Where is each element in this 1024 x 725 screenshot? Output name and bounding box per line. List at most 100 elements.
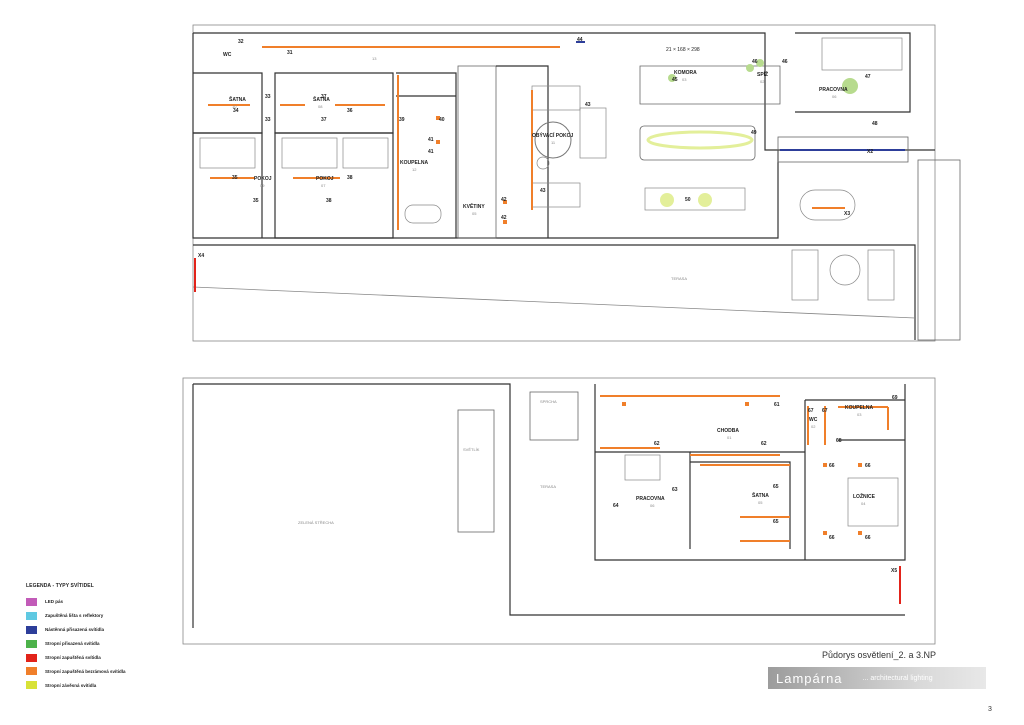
- light-label: 41: [428, 137, 434, 143]
- light-label: 42: [501, 197, 507, 203]
- legend-item: Stropní závěsná svítidla: [26, 678, 196, 692]
- legend-swatch: [26, 681, 37, 690]
- light-label: 32: [238, 39, 244, 45]
- room-label: CHODBA: [717, 428, 739, 434]
- light-label: 50: [685, 197, 691, 203]
- light-label: 36: [347, 108, 353, 114]
- light-label: 63: [672, 487, 678, 493]
- legend-label: Stropní závěsná svítidla: [45, 682, 97, 688]
- light-label: 66: [829, 463, 835, 469]
- light-label: 38: [347, 175, 353, 181]
- legend-label: Nástěnná přisazená svítidla: [45, 627, 105, 633]
- room-label: PRACOVNA: [819, 87, 848, 93]
- room-number: 03: [682, 77, 687, 82]
- room-label: KOMORA: [674, 70, 697, 76]
- room-number: 05: [472, 211, 477, 216]
- light-label: 46: [782, 59, 788, 65]
- room-label: TERASA: [671, 276, 688, 281]
- room-label: SPRCHA: [540, 399, 557, 404]
- room-label: WC: [223, 52, 232, 58]
- light-label: 42: [501, 215, 507, 221]
- light-label: 69: [892, 395, 898, 401]
- legend-swatch: [26, 625, 37, 634]
- light-label: 65: [773, 484, 779, 490]
- room-number: 06: [650, 503, 655, 508]
- light-label: X4: [198, 253, 205, 259]
- light-label: 33: [265, 117, 271, 123]
- legend-label: Stropní zapuštěná svítidla: [45, 655, 101, 660]
- light-label: 43: [540, 188, 546, 194]
- light-label: 47: [865, 74, 871, 80]
- light-label: 37: [321, 94, 327, 100]
- light-label: 62: [761, 441, 767, 447]
- corridor-number: 13: [372, 56, 377, 61]
- room-number: 02: [811, 424, 816, 429]
- legend-item: Stropní zapuštěná svítidla: [26, 651, 196, 665]
- room-label: ŠATNA: [229, 97, 246, 103]
- room-number: 10: [232, 104, 237, 109]
- room-number: 06: [832, 94, 837, 99]
- light-label: 49: [751, 130, 757, 136]
- light-label: 62: [654, 441, 660, 447]
- room-number: 08: [318, 104, 323, 109]
- room-label: POKOJ: [254, 176, 272, 182]
- room-number: 05: [758, 500, 763, 505]
- room-label: WC: [809, 417, 818, 423]
- room-label: SPÍŽ: [757, 72, 769, 78]
- light-label: 45: [672, 77, 678, 83]
- light-label: 41: [428, 149, 434, 155]
- light-label: 66: [829, 535, 835, 541]
- room-number: 03: [857, 412, 862, 417]
- legend-swatch: [26, 597, 37, 606]
- light-label: 37: [321, 117, 327, 123]
- legend-label: LED pás: [45, 599, 64, 605]
- light-label: 61: [774, 402, 780, 408]
- room-number: 04: [861, 501, 866, 506]
- room-number: 09: [260, 183, 265, 188]
- room-label: KOUPELNA: [400, 160, 429, 166]
- room-label: ZELENÁ STŘECHA: [298, 520, 334, 525]
- page-number: 3: [988, 706, 992, 713]
- brand-banner: Lampárna ... architectural lighting: [768, 667, 986, 689]
- legend-swatch: [26, 653, 37, 662]
- light-label: 66: [865, 535, 871, 541]
- legend-item: Zapuštěná lišta s reflektory: [26, 609, 196, 623]
- light-label: 65: [773, 519, 779, 525]
- light-label: 31: [287, 50, 293, 56]
- room-label: ŠATNA: [752, 493, 769, 499]
- light-label: 34: [233, 108, 239, 114]
- brand-name: Lampárna: [776, 670, 843, 686]
- legend-label: Zapuštěná lišta s reflektory: [45, 613, 104, 619]
- light-label: 39: [399, 117, 405, 123]
- light-label: 48: [872, 121, 878, 127]
- light-label: 33: [265, 94, 271, 100]
- light-label: 66: [865, 463, 871, 469]
- room-number: 11: [551, 140, 556, 145]
- light-label: X5: [891, 568, 898, 574]
- light-label: 38: [326, 198, 332, 204]
- room-label: POKOJ: [316, 176, 334, 182]
- light-label: 44: [577, 37, 583, 43]
- brand-tagline: ... architectural lighting: [862, 674, 933, 682]
- legend-swatch: [26, 667, 37, 676]
- room-label: SVĚTLÍK: [463, 447, 480, 452]
- legend-label: Stropní zapuštěná bezrámová svítidla: [45, 668, 126, 674]
- room-label: KVĚTINY: [463, 204, 485, 210]
- light-label: 46: [752, 59, 758, 65]
- room-number: 01: [727, 435, 732, 440]
- legend-item: Stropní přisazená svítidla: [26, 637, 196, 651]
- room-label: KOUPELNA: [845, 405, 874, 411]
- legend-swatch: [26, 611, 37, 620]
- light-label: 43: [585, 102, 591, 108]
- light-label: 35: [232, 175, 238, 181]
- legend-item: Nástěnná přisazená svítidla: [26, 623, 196, 637]
- light-label: 67: [822, 408, 828, 414]
- legend-item: Stropní zapuštěná bezrámová svítidla: [26, 664, 196, 678]
- light-label: 68: [836, 438, 842, 444]
- plan-caption: Půdorys osvětlení_2. a 3.NP: [822, 650, 937, 660]
- room-label: OBÝVACÍ POKOJ: [532, 133, 574, 139]
- light-label: X3: [844, 211, 851, 217]
- room-number: 02: [760, 79, 765, 84]
